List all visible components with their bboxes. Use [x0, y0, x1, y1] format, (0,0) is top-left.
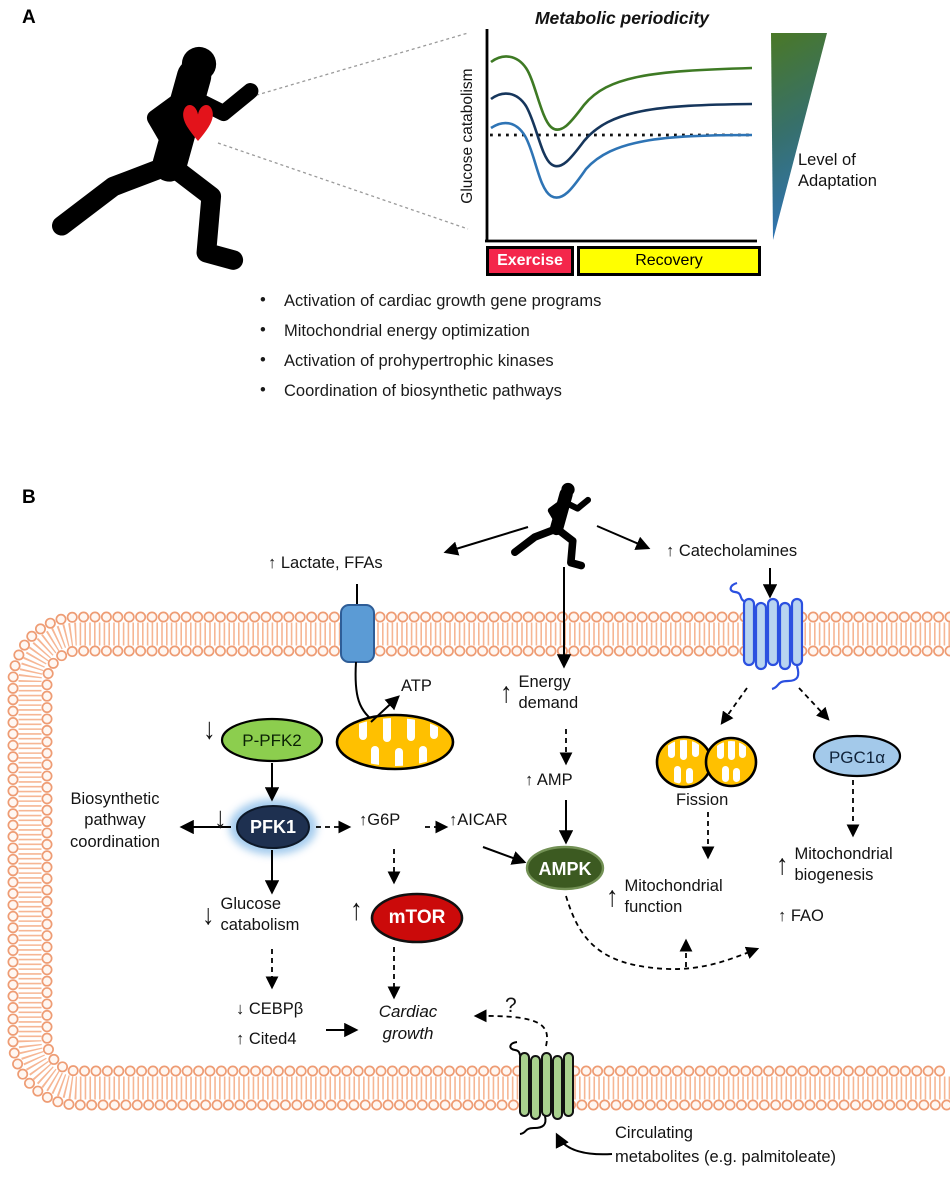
curve-medium-adaptation [490, 92, 753, 168]
bullet-item: Activation of cardiac growth gene progra… [258, 291, 601, 311]
down-arrow-glyph: ↓ [203, 712, 216, 746]
projection-line-bottom [217, 142, 469, 230]
mitochondrion-icon [335, 713, 455, 771]
p-pfk2-node [220, 717, 324, 763]
metabolite-receptor-icon [509, 1041, 574, 1135]
lactate-ffas-label: ↑ Lactate, FFAs [268, 554, 383, 572]
pgc1a-label: PGC1α [828, 748, 886, 767]
mtor-label: mTOR [388, 907, 446, 928]
chart-axes [485, 29, 757, 243]
aicar-label: ↑AICAR [449, 811, 508, 829]
up-arrow-glyph: ↑ [776, 849, 789, 882]
ampk-label: AMPK [538, 859, 592, 879]
panel-b-art [7, 483, 950, 1156]
solid-arrows [179, 525, 778, 1156]
cardiac-growth-label: Cardiac growth [378, 1002, 438, 1044]
curve-low-adaptation [490, 121, 753, 199]
amp-label: ↑ AMP [525, 771, 573, 789]
bullet-item: Mitochondrial energy optimization [258, 321, 601, 341]
down-arrow-glyph: ↓ [214, 801, 227, 835]
adaptation-gradient-triangle [771, 33, 827, 240]
dashed-arrows [265, 687, 860, 1047]
circulating-metabolites-label: Circulating metabolites (e.g. palmitolea… [615, 1124, 837, 1166]
atp-label: ATP [401, 677, 432, 695]
recovery-phase-bar: Recovery [577, 246, 761, 276]
summary-bullet-list: Activation of cardiac growth gene progra… [258, 291, 601, 412]
runner-icon-a [62, 47, 251, 260]
p-pfk2-label: P-PFK2 [242, 731, 302, 750]
question-mark: ? [505, 994, 517, 1017]
gpcr-receptor-icon [729, 581, 804, 691]
ampk-node [525, 845, 605, 891]
up-arrow-glyph: ↑ [350, 893, 363, 927]
biosynthetic-label: Biosynthetic pathway coordination [70, 790, 160, 851]
heart-icon [183, 105, 213, 141]
fission-mitochondria-icon [655, 735, 758, 789]
fao-label: ↑ FAO [778, 907, 824, 925]
down-arrow-glyph: ↓ [202, 899, 215, 932]
bullet-item: Coordination of biosynthetic pathways [258, 381, 601, 401]
runner-icon-b [515, 483, 588, 566]
cell-membrane [7, 611, 950, 1111]
glucose-catabolism-label: ↓ Glucose catabolism [202, 895, 300, 935]
bullet-item: Activation of prohypertrophic kinases [258, 351, 601, 371]
panel-a-art [62, 29, 827, 260]
pgc1a-node [812, 734, 902, 778]
projection-line-top [215, 32, 469, 108]
transport-to-mito-line [354, 661, 379, 725]
adaptation-legend-label: Level of Adaptation [798, 151, 877, 191]
cited4-label: ↑ Cited4 [236, 1030, 297, 1048]
exercise-phase-bar: Exercise [486, 246, 574, 276]
cebpb-label: ↓ CEBPβ [236, 1000, 304, 1018]
pfk1-label: PFK1 [249, 817, 296, 837]
mito-biogenesis-label: ↑ Mitochondrial biogenesis [776, 845, 893, 885]
chart-ylabel: Glucose catabolism [458, 68, 476, 204]
curve-high-adaptation [490, 55, 753, 131]
atp-arrow [370, 695, 400, 723]
g6p-label: ↑G6P [359, 811, 401, 829]
fission-label: Fission [676, 791, 729, 809]
pfk1-node [236, 805, 310, 849]
catecholamines-label: ↑ Catecholamines [666, 542, 798, 560]
mtor-node [370, 892, 464, 944]
energy-demand-label: ↑ Energy demand [500, 673, 579, 713]
up-arrow-glyph: ↑ [500, 677, 513, 710]
transporter-icon [340, 604, 375, 663]
mito-function-label: ↑ Mitochondrial function [606, 877, 723, 917]
panel-a-label: A [22, 7, 36, 28]
panel-b-label: B [22, 487, 36, 508]
chart-title: Metabolic periodicity [534, 8, 710, 28]
up-arrow-glyph: ↑ [606, 881, 619, 914]
